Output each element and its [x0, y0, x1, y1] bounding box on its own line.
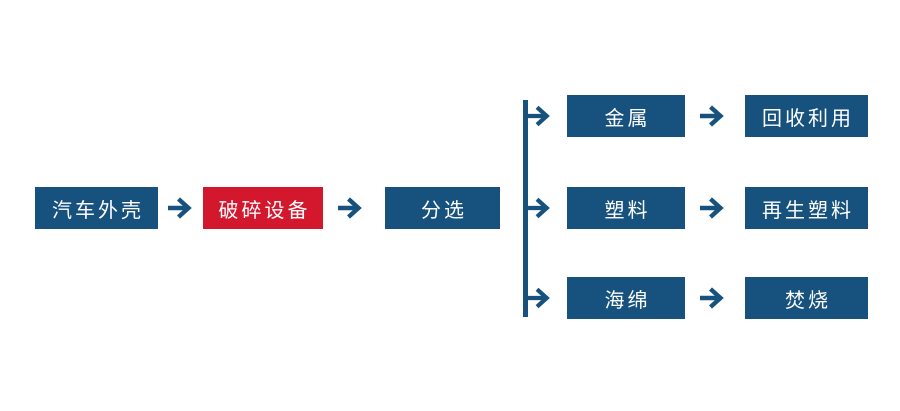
right-arrow-icon: [698, 194, 726, 222]
branch-spine-line: [523, 100, 528, 317]
node-incineration: 焚烧: [745, 277, 868, 319]
node-recycled-plastic: 再生塑料: [745, 187, 868, 229]
right-arrow-icon: [336, 194, 364, 222]
node-sorting: 分选: [385, 187, 500, 229]
right-arrow-icon: [698, 284, 726, 312]
branch-right-arrow-icon: [525, 194, 552, 222]
node-metal: 金属: [567, 95, 685, 137]
right-arrow-icon: [166, 194, 194, 222]
node-recycling: 回收利用: [745, 95, 868, 137]
branch-right-arrow-icon: [525, 284, 552, 312]
right-arrow-icon: [698, 102, 726, 130]
node-plastic: 塑料: [567, 187, 685, 229]
node-sponge: 海绵: [567, 277, 685, 319]
branch-right-arrow-icon: [525, 102, 552, 130]
node-car-shell: 汽车外壳: [35, 187, 158, 229]
node-crushing-equipment: 破碎设备: [203, 187, 323, 229]
